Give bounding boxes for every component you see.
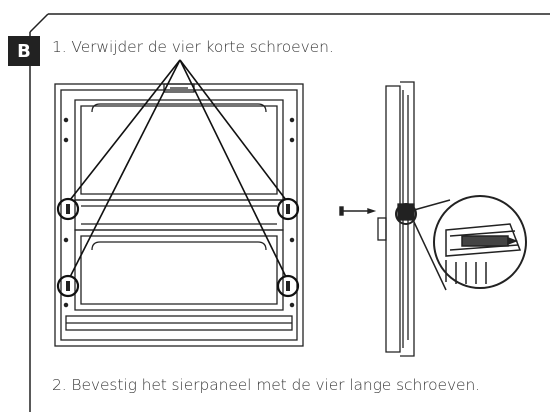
door-side-view (377, 81, 417, 357)
panel-outer-frame (54, 83, 304, 347)
screw-icon (339, 206, 377, 216)
screw-marker-bottom-left (56, 274, 80, 298)
screw-marker-top-right (276, 197, 300, 221)
magnified-detail (413, 195, 527, 291)
step-2-instruction: 2. Bevestig het sierpaneel met de vier l… (52, 376, 481, 394)
step-badge: B (8, 36, 40, 66)
screw-marker-top-left (56, 197, 80, 221)
screw-marker-bottom-right (276, 274, 300, 298)
pointer-lines (69, 59, 287, 278)
step-1-instruction: 1. Verwijder de vier korte schroeven. (52, 38, 334, 56)
